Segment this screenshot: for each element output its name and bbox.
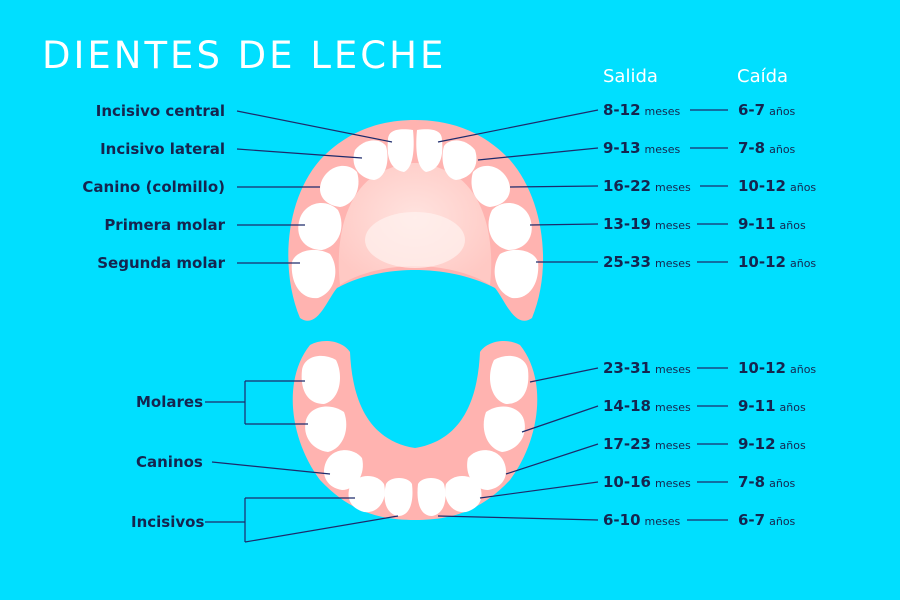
tooth — [353, 140, 388, 180]
page-title: DIENTES DE LECHE — [42, 34, 447, 77]
tooth — [471, 165, 510, 207]
lower-teeth — [301, 355, 529, 516]
tooth — [467, 450, 507, 490]
connector-lines — [205, 109, 728, 543]
label-primera-molar: Primera molar — [104, 216, 225, 234]
label-molares: Molares — [136, 393, 203, 411]
tooth — [442, 140, 477, 180]
tooth — [483, 406, 525, 452]
tooth — [490, 355, 529, 404]
tooth — [291, 249, 336, 299]
label-incisivos: Incisivos — [131, 513, 205, 531]
tooth — [445, 475, 482, 513]
tooth — [416, 129, 443, 172]
label-incisivo-lateral: Incisivo lateral — [100, 140, 225, 158]
header-caida: Caída — [737, 66, 789, 87]
tooth — [301, 355, 340, 404]
tooth — [384, 478, 413, 516]
label-segunda-molar: Segunda molar — [97, 254, 225, 272]
label-incisivo-central: Incisivo central — [95, 102, 225, 120]
upper-teeth — [291, 129, 539, 299]
tooth — [298, 203, 342, 250]
tooth — [348, 475, 385, 513]
header-salida: Salida — [603, 66, 658, 87]
tooth — [387, 129, 414, 172]
tooth — [494, 249, 539, 299]
tooth — [488, 203, 532, 250]
tooth — [305, 406, 347, 452]
label-canino: Canino (colmillo) — [82, 178, 225, 196]
tooth — [323, 450, 363, 490]
tooth — [417, 478, 446, 516]
tooth — [320, 165, 359, 207]
label-caninos: Caninos — [136, 453, 203, 471]
